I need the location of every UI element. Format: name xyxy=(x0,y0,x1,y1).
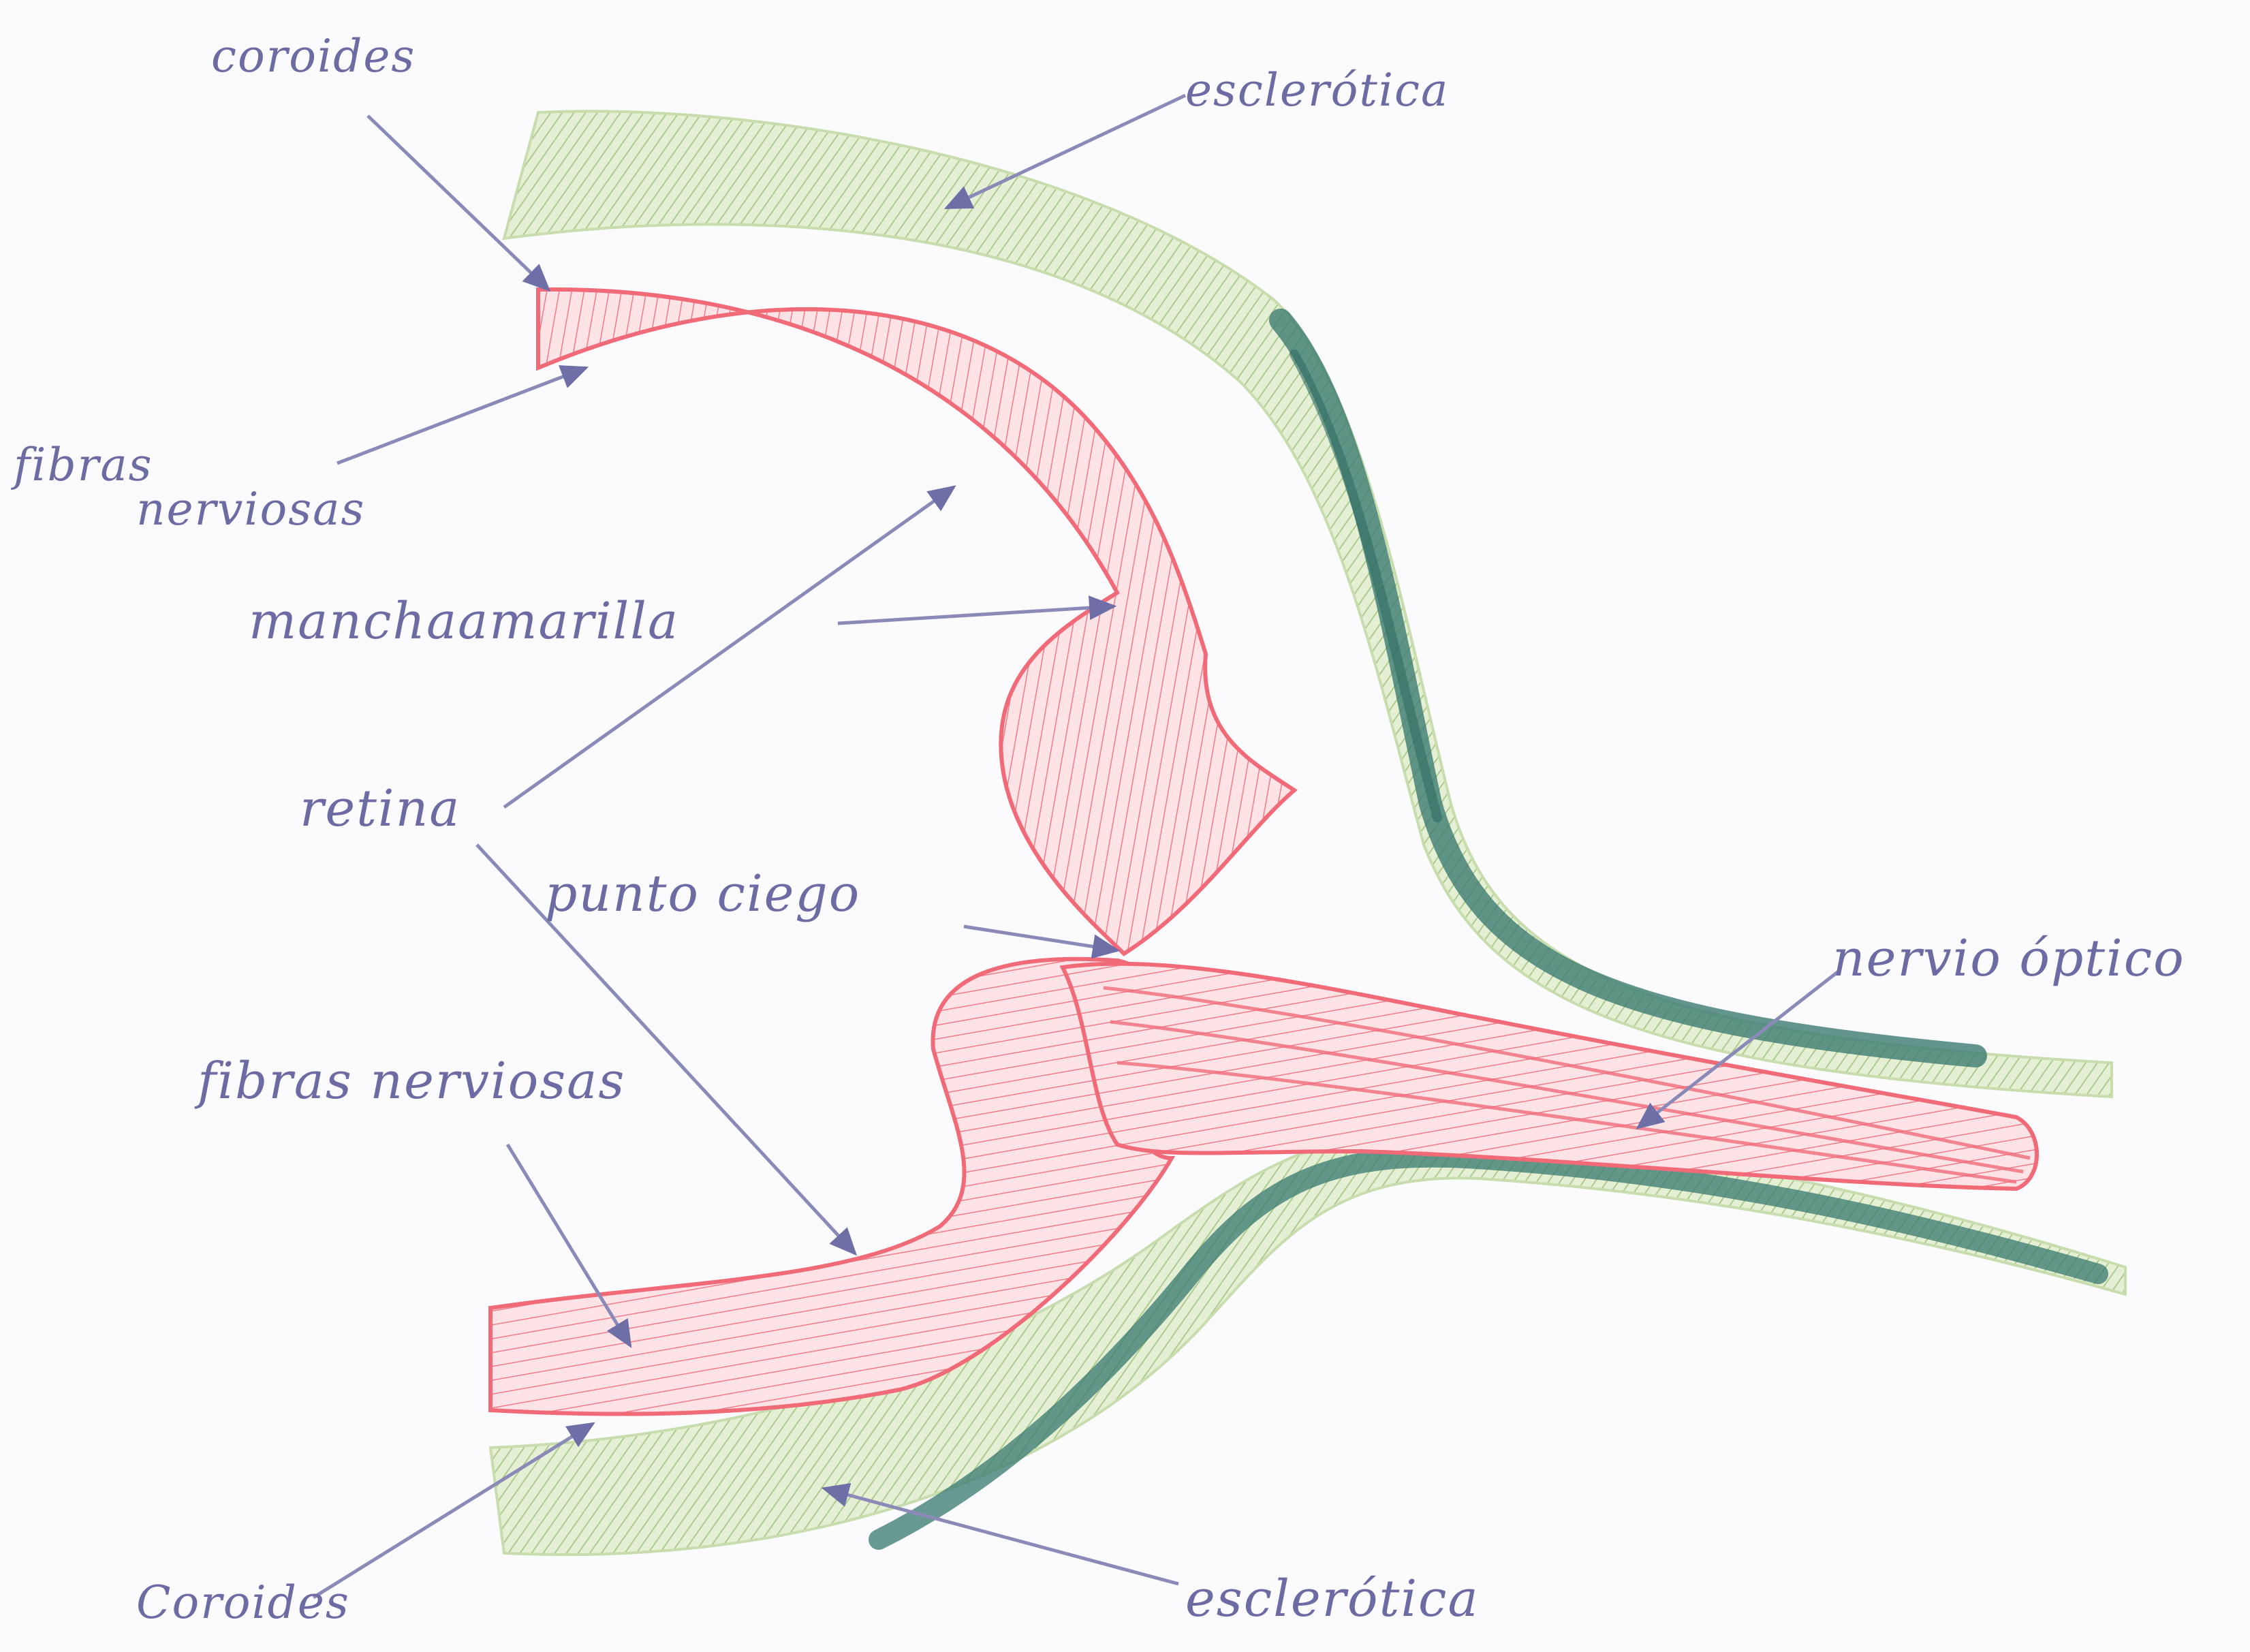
label-fibras-top-line2: nerviosas xyxy=(136,487,365,532)
arrow-fibras-top xyxy=(337,368,586,463)
label-fibras-top-line1: fibras xyxy=(14,443,153,488)
arrow-punto-ciego xyxy=(964,926,1117,950)
label-mancha-amarilla: manchaamarilla xyxy=(249,596,679,646)
label-esclerotica-bottom: esclerótica xyxy=(1185,1574,1480,1624)
label-coroides-top: coroides xyxy=(211,34,416,79)
label-punto-ciego: punto ciego xyxy=(545,869,860,919)
label-fibras-bottom: fibras nerviosas xyxy=(198,1056,625,1106)
label-nervio-optico: nervio óptico xyxy=(1832,933,2185,984)
label-esclerotica-top: esclerótica xyxy=(1185,68,1449,113)
label-retina: retina xyxy=(300,783,460,834)
label-coroides-bottom: Coroides xyxy=(136,1580,350,1625)
